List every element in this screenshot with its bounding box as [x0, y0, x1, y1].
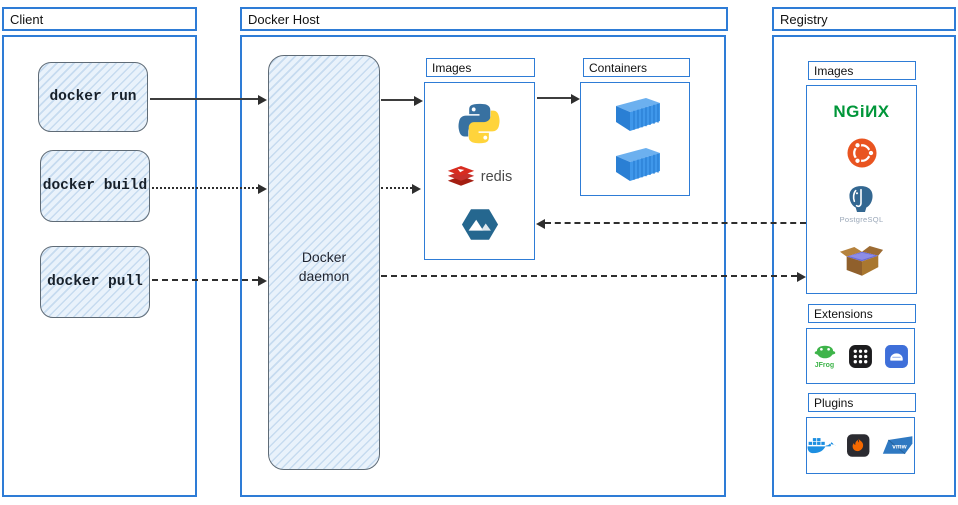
docker-whale-icon	[807, 438, 837, 454]
arrowhead-icon	[414, 95, 423, 106]
command-box-docker-build: docker build	[40, 150, 150, 222]
registry-images-panel: NGiИX PostgreSQL	[806, 85, 917, 294]
jfrog-icon	[814, 345, 835, 359]
arrowhead-icon	[258, 183, 267, 194]
registry-images-panel-title: Images	[808, 61, 916, 80]
client-title-label: Client	[10, 11, 44, 27]
arrowhead-icon	[412, 183, 421, 194]
postgresql-icon	[849, 185, 874, 212]
postgresql-item: PostgreSQL	[840, 185, 884, 224]
arrow-daemon-to-registry	[381, 271, 806, 282]
arrowhead-icon	[571, 93, 580, 104]
extensions-panel-title: Extensions	[808, 304, 916, 323]
arrowhead-icon	[258, 94, 267, 105]
docker-run-label: docker run	[49, 89, 137, 105]
alpine-icon	[461, 209, 498, 240]
host-images-panel: redis	[424, 82, 535, 260]
blue-app-icon	[884, 344, 908, 368]
docker-host-title-label: Docker Host	[248, 11, 320, 27]
arrow-docker-pull-to-daemon	[152, 275, 267, 286]
jfrog-label: JFrog	[814, 362, 835, 369]
container-icon	[616, 98, 660, 131]
nginx-logo: NGiИX	[833, 102, 890, 122]
postgresql-label: PostgreSQL	[839, 214, 884, 224]
command-box-docker-run: docker run	[38, 62, 148, 132]
arrow-docker-run-to-daemon	[150, 94, 267, 105]
vmware-icon: vmw	[882, 436, 913, 455]
arrow-docker-build-to-daemon	[152, 183, 267, 194]
python-icon	[458, 104, 500, 144]
containers-panel	[580, 82, 690, 196]
plugins-panel: vmw	[806, 417, 915, 474]
docker-host-title: Docker Host	[240, 7, 728, 31]
docker-pull-label: docker pull	[47, 274, 143, 290]
arrow-registry-to-host-images	[536, 218, 806, 229]
app-grid-icon	[848, 344, 872, 368]
client-title: Client	[2, 7, 197, 31]
arrowhead-icon	[797, 271, 806, 282]
command-box-docker-pull: docker pull	[40, 246, 150, 318]
arrow-daemon-to-host-images-build	[381, 183, 421, 194]
docker-daemon-label: Docker daemon	[298, 249, 350, 284]
arrow-host-images-to-containers	[537, 93, 580, 104]
plugins-panel-title: Plugins	[808, 393, 916, 412]
extensions-panel: JFrog	[806, 328, 915, 384]
docker-build-label: docker build	[42, 178, 148, 194]
arrowhead-icon	[258, 275, 267, 286]
container-icon	[616, 148, 660, 181]
registry-title-label: Registry	[780, 11, 828, 27]
registry-title: Registry	[772, 7, 956, 31]
containers-panel-title: Containers	[583, 58, 690, 77]
arrowhead-icon	[536, 218, 545, 229]
grafana-icon	[847, 434, 870, 457]
docker-daemon-box: Docker daemon	[268, 55, 380, 470]
redis-item: redis	[447, 165, 512, 190]
jfrog-item: JFrog	[813, 343, 837, 369]
package-box-icon	[839, 245, 883, 276]
vmware-label: vmw	[892, 443, 907, 450]
ubuntu-icon	[846, 138, 877, 168]
host-images-panel-title: Images	[426, 58, 535, 77]
redis-label: redis	[480, 169, 513, 185]
redis-icon	[447, 165, 474, 186]
arrow-daemon-to-host-images	[381, 95, 423, 106]
